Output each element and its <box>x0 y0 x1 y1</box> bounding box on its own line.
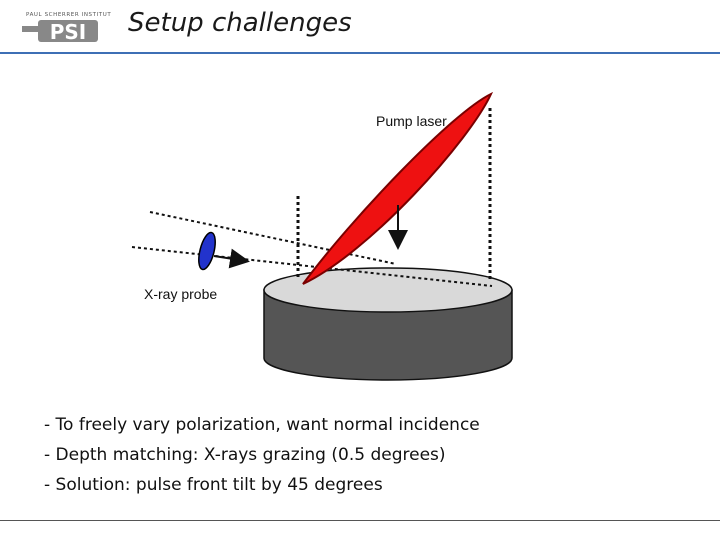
page-title: Setup challenges <box>128 8 352 38</box>
pump-laser-pulse <box>302 91 494 285</box>
xray-probe-label: X-ray probe <box>144 286 218 302</box>
bullet-item: - Solution: pulse front tilt by 45 degre… <box>44 475 383 495</box>
logo-institute-name: PAUL SCHERRER INSTITUT <box>26 12 112 18</box>
pump-laser-label: Pump laser <box>376 113 447 129</box>
footer-divider <box>0 520 720 521</box>
xray-probe-pulse <box>198 231 216 271</box>
bullet-item: - Depth matching: X-rays grazing (0.5 de… <box>44 445 446 465</box>
title-divider <box>0 52 720 54</box>
bullet-item: - To freely vary polarization, want norm… <box>44 415 480 435</box>
bullet-list: - To freely vary polarization, want norm… <box>44 410 480 500</box>
probe-direction-arrow <box>213 248 250 269</box>
psi-logo: PAUL SCHERRER INSTITUT PSI <box>22 10 112 44</box>
logo-mark-text: PSI <box>50 20 87 44</box>
sample-disk <box>263 267 513 381</box>
setup-diagram <box>131 91 513 381</box>
psi-logo-mark: PSI <box>22 20 98 44</box>
xray-beam-lower <box>131 246 493 287</box>
